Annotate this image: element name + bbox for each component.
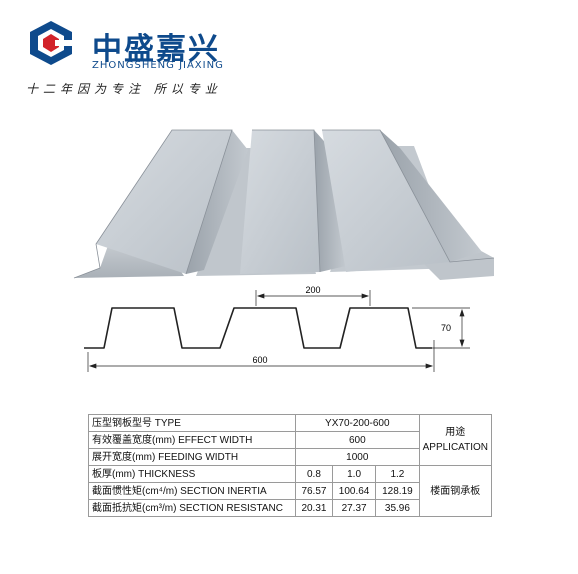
row-value: 1000 (295, 448, 420, 466)
row-value: 27.37 (331, 499, 377, 517)
table-row: 板厚(mm) THICKNESS 0.8 1.0 1.2 楼面钢承板 (88, 465, 493, 517)
row-label: 截面惯性矩(cm⁴/m) SECTION INERTIA (88, 482, 296, 500)
brand-name-cn: 中盛嘉兴 (92, 32, 220, 67)
row-value: 35.96 (375, 499, 420, 517)
application-value: 楼面钢承板 (418, 465, 493, 517)
row-value: 20.31 (295, 499, 333, 517)
row-value: 128.19 (375, 482, 420, 500)
dimension-height-label: 70 (441, 323, 451, 333)
brand-slogan: 十二年因为专注 所以专业 (26, 82, 222, 96)
table-row: 压型钢板型号 TYPE YX70-200-600 用途 APPLICATION (88, 414, 493, 466)
row-value: 1.0 (331, 465, 377, 483)
dimension-top-label: 200 (305, 285, 320, 295)
spec-table: 压型钢板型号 TYPE YX70-200-600 用途 APPLICATION … (88, 414, 493, 517)
row-label: 板厚(mm) THICKNESS (88, 465, 296, 483)
row-value: 1.2 (375, 465, 420, 483)
application-en: APPLICATION (422, 442, 488, 453)
row-value: 0.8 (295, 465, 333, 483)
row-label: 展开宽度(mm) FEEDING WIDTH (88, 448, 296, 466)
company-logo-icon (30, 21, 73, 65)
row-label: 有效覆盖宽度(mm) EFFECT WIDTH (88, 431, 296, 449)
row-value: YX70-200-600 (295, 414, 420, 432)
row-label: 截面抵抗矩(cm³/m) SECTION RESISTANC (88, 499, 296, 517)
dimension-width-label: 600 (252, 355, 267, 365)
application-header: 用途 APPLICATION (418, 414, 493, 466)
row-label: 压型钢板型号 TYPE (88, 414, 296, 432)
application-cn: 用途 (445, 427, 466, 438)
row-value: 600 (295, 431, 420, 449)
row-value: 76.57 (295, 482, 333, 500)
table-row: 截面抵抗矩(cm³/m) SECTION RESISTANC 20.31 27.… (88, 499, 492, 517)
table-row: 截面惯性矩(cm⁴/m) SECTION INERTIA 76.57 100.6… (88, 482, 492, 500)
row-value: 100.64 (331, 482, 377, 500)
brand-name-en: ZHONGSHENG JIAXING (92, 60, 224, 71)
